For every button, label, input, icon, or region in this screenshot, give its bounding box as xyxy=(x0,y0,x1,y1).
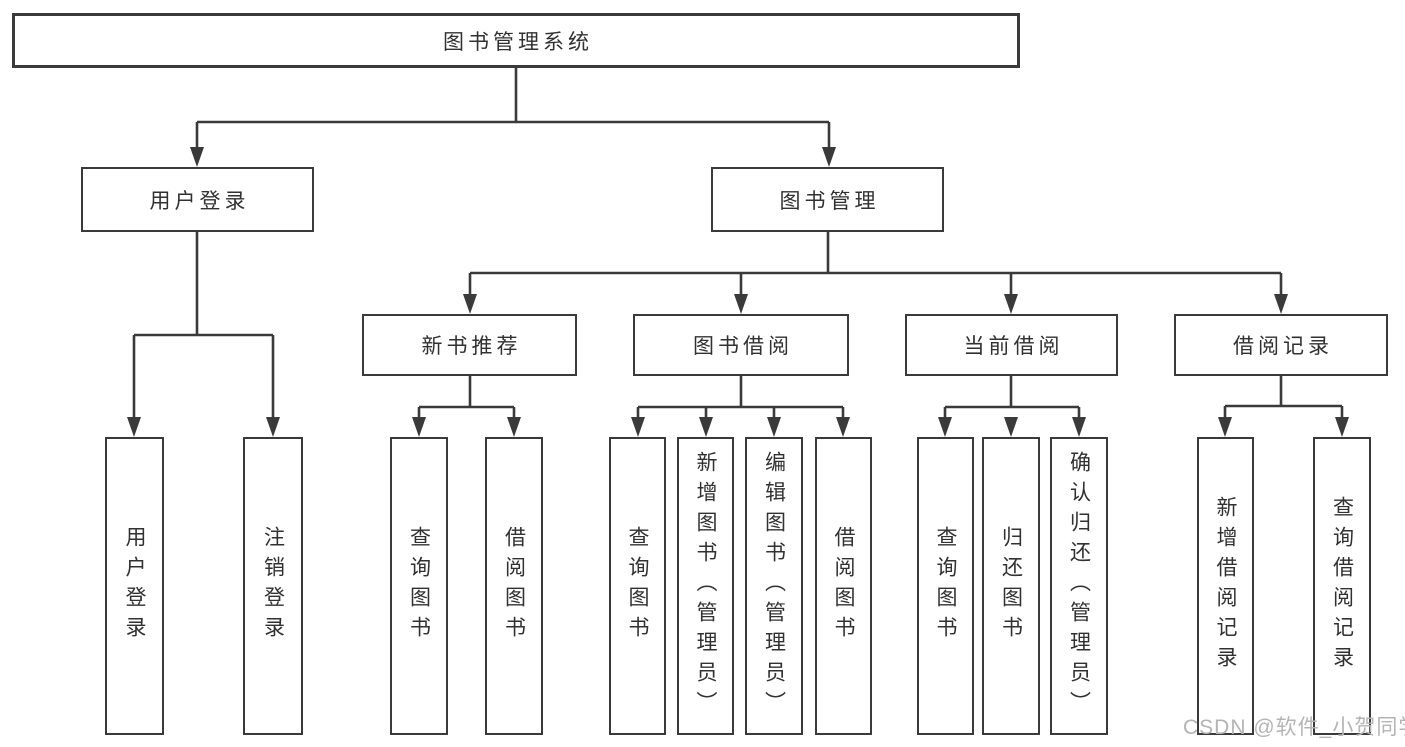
node-borrowing-records-label: 借阅记录 xyxy=(1233,335,1333,358)
node-current-borrowing: 当前借阅 xyxy=(905,314,1118,376)
node-leaf-borrow-books-borrowing-label: 借阅图书 xyxy=(832,526,855,646)
node-leaf-query-books-borrowing-label: 查询图书 xyxy=(626,526,649,646)
connector-arrowheads xyxy=(127,147,1349,437)
node-user-login: 用户登录 xyxy=(81,167,314,232)
node-leaf-user-login: 用户登录 xyxy=(105,437,164,735)
node-new-book-recommend-label: 新书推荐 xyxy=(421,335,522,358)
node-leaf-return-books-label: 归还图书 xyxy=(999,526,1023,646)
node-leaf-query-borrow-record: 查询借阅记录 xyxy=(1313,437,1371,735)
connector-rails xyxy=(132,68,1344,420)
node-leaf-confirm-return-admin: 确认归还（管理员） xyxy=(1050,437,1108,735)
node-leaf-query-books-recommend-label: 查询图书 xyxy=(407,526,431,646)
node-current-borrowing-label: 当前借阅 xyxy=(963,335,1064,358)
node-leaf-edit-books-admin: 编辑图书（管理员） xyxy=(745,437,803,735)
node-leaf-edit-books-admin-label: 编辑图书（管理员） xyxy=(762,451,786,721)
node-leaf-add-borrow-record-label: 新增借阅记录 xyxy=(1214,496,1237,676)
node-new-book-recommend: 新书推荐 xyxy=(362,314,577,376)
node-user-login-label: 用户登录 xyxy=(149,189,250,213)
node-leaf-logout: 注销登录 xyxy=(243,437,303,735)
node-leaf-confirm-return-admin-label: 确认归还（管理员） xyxy=(1067,451,1091,721)
node-leaf-add-books-admin: 新增图书（管理员） xyxy=(677,437,734,735)
node-leaf-user-login-label: 用户登录 xyxy=(123,526,146,646)
node-leaf-query-books-recommend: 查询图书 xyxy=(390,437,448,735)
node-leaf-query-books-current-label: 查询图书 xyxy=(934,526,957,646)
node-book-management-label: 图书管理 xyxy=(779,189,880,213)
node-leaf-logout-label: 注销登录 xyxy=(261,526,285,646)
node-book-borrowing-label: 图书借阅 xyxy=(693,335,793,358)
node-root-label: 图书管理系统 xyxy=(443,30,593,54)
watermark: CSDN @软件_小贺同学 xyxy=(1183,716,1405,739)
node-leaf-add-borrow-record: 新增借阅记录 xyxy=(1197,437,1254,735)
node-leaf-borrow-books-recommend: 借阅图书 xyxy=(485,437,543,735)
node-leaf-query-borrow-record-label: 查询借阅记录 xyxy=(1330,496,1354,676)
node-root: 图书管理系统 xyxy=(12,13,1020,68)
node-leaf-borrow-books-borrowing: 借阅图书 xyxy=(815,437,872,735)
node-borrowing-records: 借阅记录 xyxy=(1174,314,1388,376)
node-leaf-query-books-borrowing: 查询图书 xyxy=(609,437,666,735)
node-book-borrowing: 图书借阅 xyxy=(633,314,849,376)
node-leaf-add-books-admin-label: 新增图书（管理员） xyxy=(694,451,717,721)
node-leaf-borrow-books-recommend-label: 借阅图书 xyxy=(502,526,526,646)
node-leaf-query-books-current: 查询图书 xyxy=(917,437,974,735)
node-leaf-return-books: 归还图书 xyxy=(982,437,1040,735)
node-book-management: 图书管理 xyxy=(711,167,944,232)
